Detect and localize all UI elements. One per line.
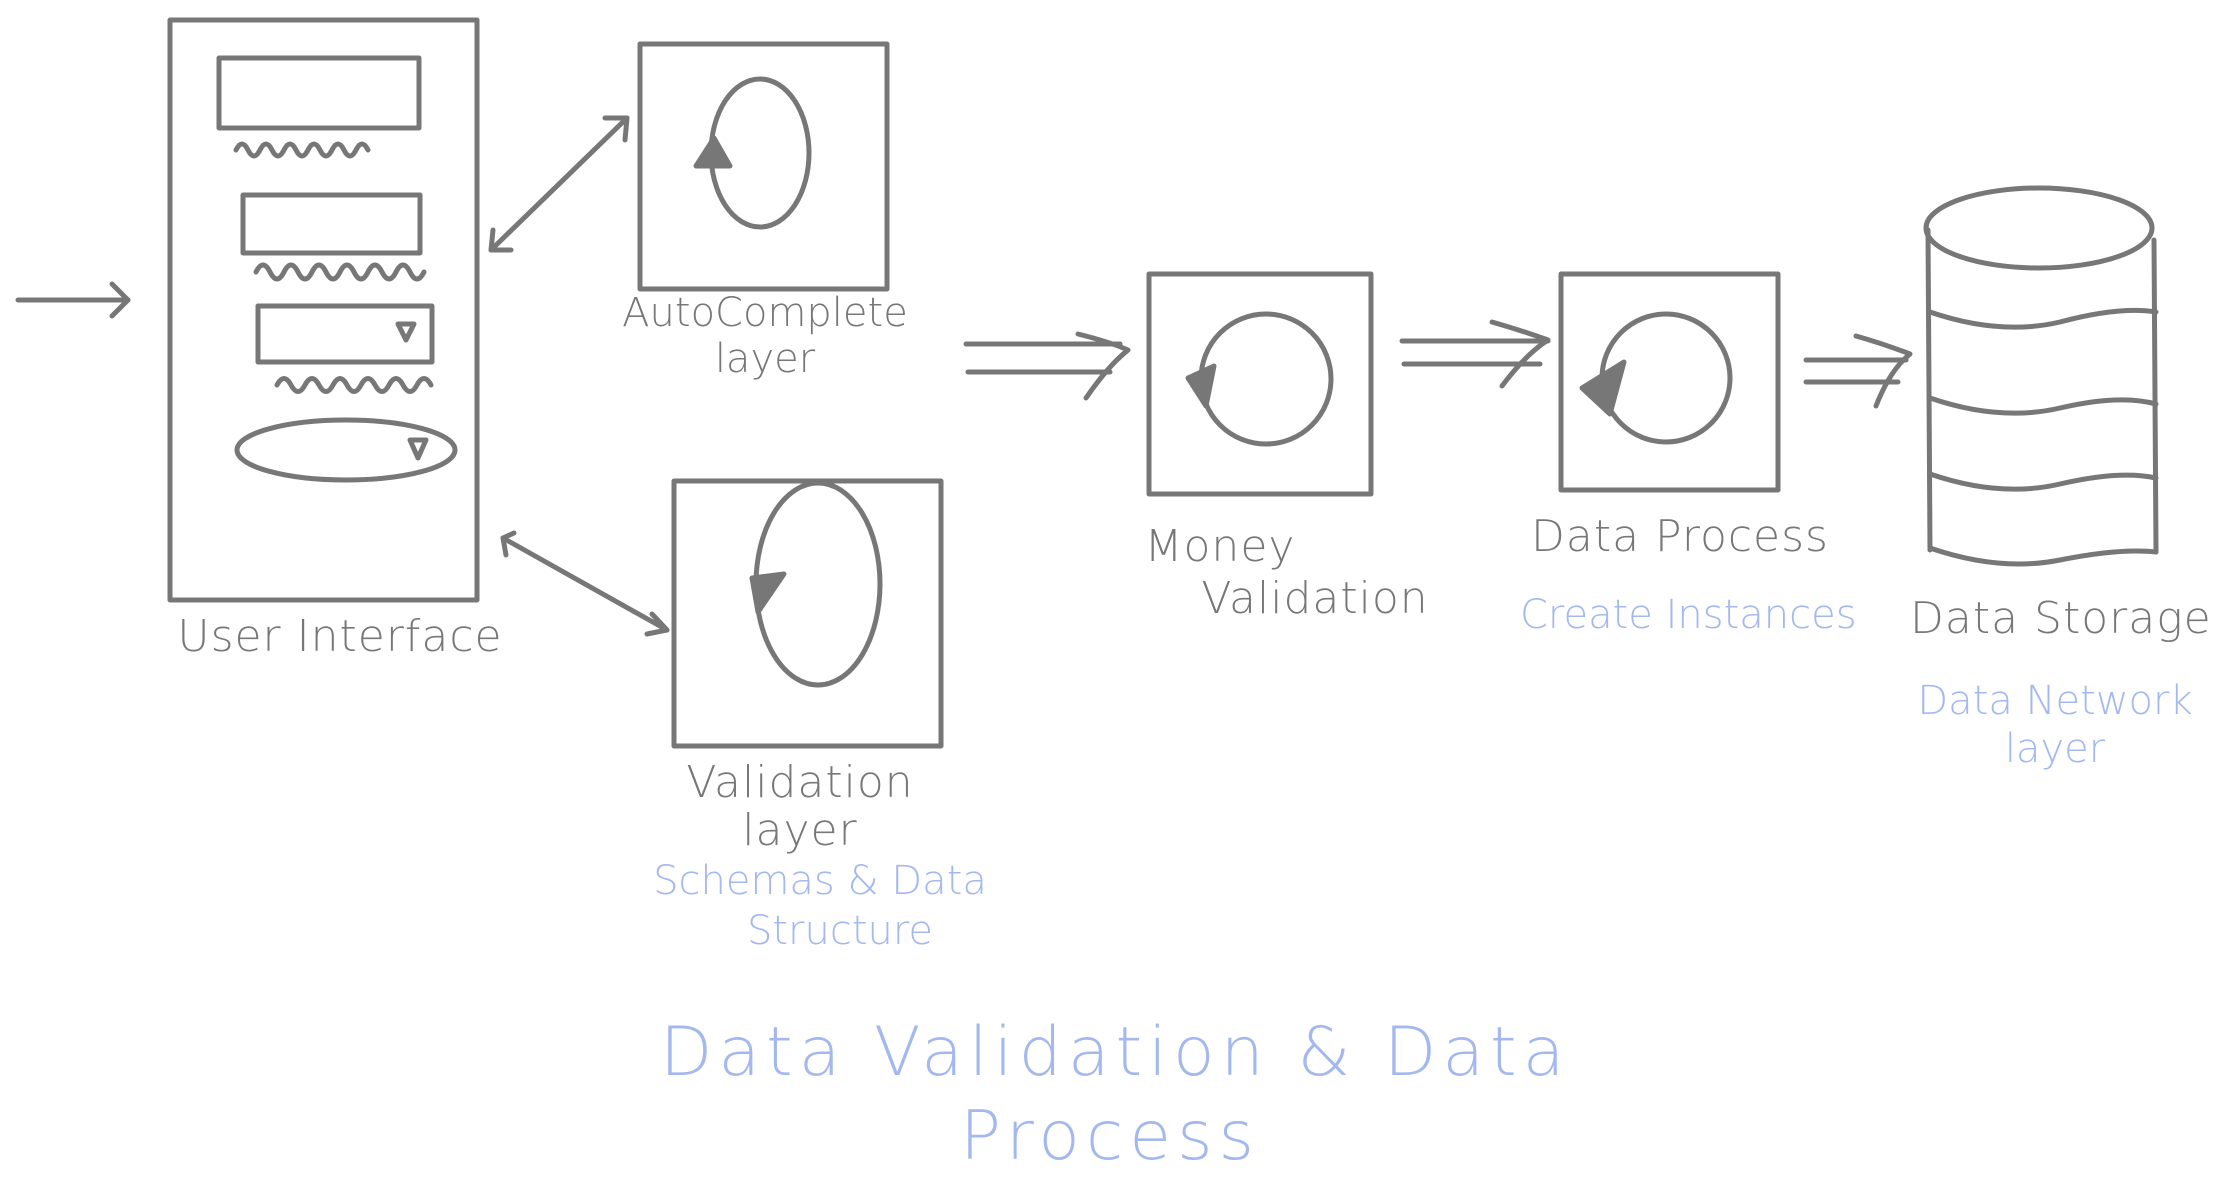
money-validation-box [1146, 271, 1374, 497]
to-data-storage-arrow [1803, 333, 1913, 409]
autocomplete-label-line2: layer [714, 336, 816, 382]
data-storage-note-line2: layer [2004, 726, 2106, 772]
autocomplete-cycle-icon [708, 76, 812, 230]
autocomplete-cycle-arrowhead [693, 135, 733, 169]
money-validation-cycle-arrowhead [1185, 363, 1217, 409]
to-data-process-arrow [1399, 319, 1551, 389]
autocomplete-box [637, 41, 890, 292]
diagram-title-line1: Data Validation & Data [660, 1013, 1571, 1092]
data-storage-note-line1: Data Network [1917, 678, 2193, 724]
entry-arrow [15, 281, 131, 319]
ui-squiggle-1 [233, 141, 371, 159]
ui-squiggle-3 [274, 376, 434, 394]
data-storage-cylinder [1923, 185, 2159, 567]
ui-dropdown-triangle [395, 321, 417, 343]
data-process-note: Create Instances [1520, 592, 1857, 638]
data-storage-label: Data Storage [1910, 593, 2212, 644]
autocomplete-label-line1: AutoComplete [622, 290, 908, 336]
diagram-title-line2: Process [960, 1097, 1260, 1176]
ui-validation-arrow [500, 530, 670, 637]
validation-box [671, 478, 944, 749]
validation-label-line2: layer [742, 805, 858, 856]
user-interface-label: User Interface [177, 611, 503, 662]
ui-text-field-1 [216, 55, 422, 131]
validation-label-line1: Validation [686, 757, 914, 808]
money-validation-cycle-icon [1198, 311, 1334, 447]
money-validation-label-line2: Validation [1201, 573, 1429, 624]
ui-dropdown-field [255, 303, 435, 365]
ui-text-field-2 [240, 192, 423, 256]
ui-autocomplete-arrow [488, 115, 630, 253]
to-money-validation-arrow [963, 331, 1131, 401]
ui-oval-triangle [407, 437, 429, 461]
ui-squiggle-2 [253, 262, 427, 282]
data-process-label: Data Process [1531, 511, 1829, 562]
data-process-cycle-arrowhead [1579, 359, 1627, 417]
validation-note-line2: Structure [746, 908, 934, 954]
ui-oval-select [234, 417, 458, 483]
money-validation-label-line1: Money [1144, 521, 1296, 572]
validation-cycle-arrowhead [749, 571, 787, 615]
validation-note-line1: Schemas & Data [653, 858, 987, 904]
user-interface-box [167, 17, 480, 603]
